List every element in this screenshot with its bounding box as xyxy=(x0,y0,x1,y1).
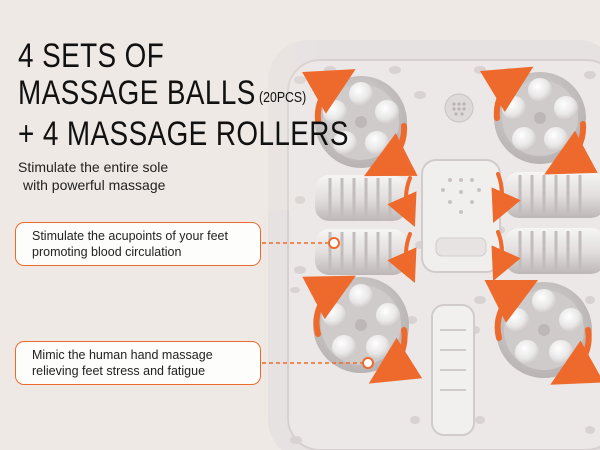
subheading-line-1: Stimulate the entire sole xyxy=(18,159,169,175)
callout-hand-massage: Mimic the human hand massage relieving f… xyxy=(15,341,261,385)
callout-leader-1 xyxy=(262,237,340,249)
lower-center-pad xyxy=(431,304,475,436)
headline-line-2: MASSAGE BALLS(20PCS) xyxy=(18,74,306,116)
massage-roller-right-top xyxy=(505,172,600,218)
subheading: Stimulate the entire sole with powerful … xyxy=(18,158,168,194)
headline-backdrop xyxy=(0,0,330,210)
subheading-line-2: with powerful massage xyxy=(23,177,166,193)
headline-piece-count: (20PCS) xyxy=(259,89,307,106)
callout-acupoints: Stimulate the acupoints of your feet pro… xyxy=(15,222,261,266)
rotation-arrows xyxy=(302,66,600,385)
massage-roller-left-bottom xyxy=(315,229,407,275)
headline: 4 SETS OF MASSAGE BALLS(20PCS) + 4 MASSA… xyxy=(18,38,348,153)
callout-acupoints-line-2: promoting blood circulation xyxy=(32,245,182,259)
callout-hand-massage-line-2: relieving feet stress and fatigue xyxy=(32,364,206,378)
headline-line-2-main: MASSAGE BALLS xyxy=(18,74,256,112)
callout-acupoints-line-1: Stimulate the acupoints of your feet xyxy=(32,229,228,243)
drain-filter-icon xyxy=(444,93,474,123)
center-bubble-module xyxy=(421,159,501,273)
headline-line-3: + 4 MASSAGE ROLLERS xyxy=(18,115,349,153)
headline-line-1: 4 SETS OF xyxy=(18,37,165,75)
massage-roller-right-bottom xyxy=(505,228,600,274)
callout-hand-massage-line-1: Mimic the human hand massage xyxy=(32,348,213,362)
callout-leader-2 xyxy=(262,357,374,369)
